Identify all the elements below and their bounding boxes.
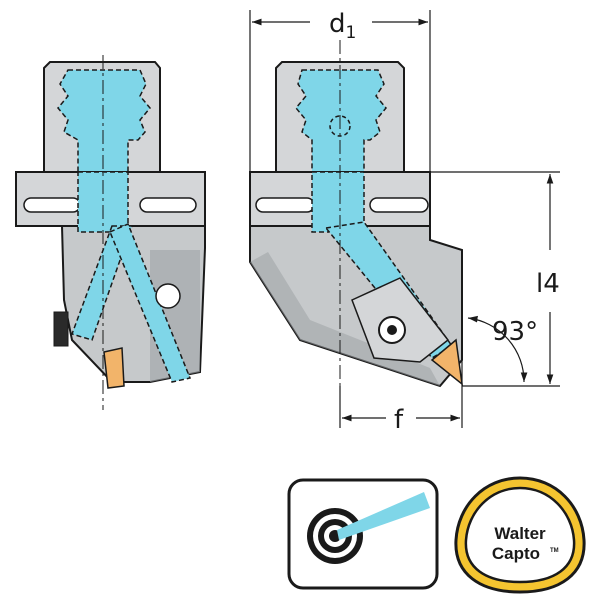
right-coolant-vertical <box>311 171 365 233</box>
right-flange-slot-left <box>255 197 315 213</box>
left-clamp-screw <box>53 311 69 347</box>
left-coolant-vertical <box>77 171 129 233</box>
left-coolant-diagonal-b <box>109 222 192 383</box>
coolant-badge <box>287 478 439 590</box>
right-view: d1 l4 93° f <box>249 9 560 435</box>
coolant-target-icon <box>307 492 430 564</box>
capto-inner-ring <box>464 486 576 584</box>
right-insert <box>430 338 463 386</box>
capto-line-1: Walter <box>494 524 546 543</box>
left-flange-slot-right <box>139 197 197 213</box>
walter-capto-logo: Walter Capto TM <box>454 476 586 594</box>
right-clamp-screw-center <box>387 325 397 335</box>
left-view <box>15 55 206 410</box>
angle-label: 93° <box>492 317 538 347</box>
left-screw-hole <box>155 283 181 309</box>
left-flange-slot-left <box>23 197 81 213</box>
f-label: f <box>394 405 404 435</box>
left-coolant-diagonal-a <box>71 225 134 341</box>
l4-label: l4 <box>536 269 560 299</box>
capto-line-2: Capto <box>492 544 540 563</box>
right-flange-slot-right <box>369 197 429 213</box>
left-insert <box>103 347 125 389</box>
right-head-facet <box>250 252 440 386</box>
angle-arc <box>467 315 528 383</box>
capto-trademark: TM <box>550 548 559 554</box>
d1-label: d1 <box>329 9 356 43</box>
